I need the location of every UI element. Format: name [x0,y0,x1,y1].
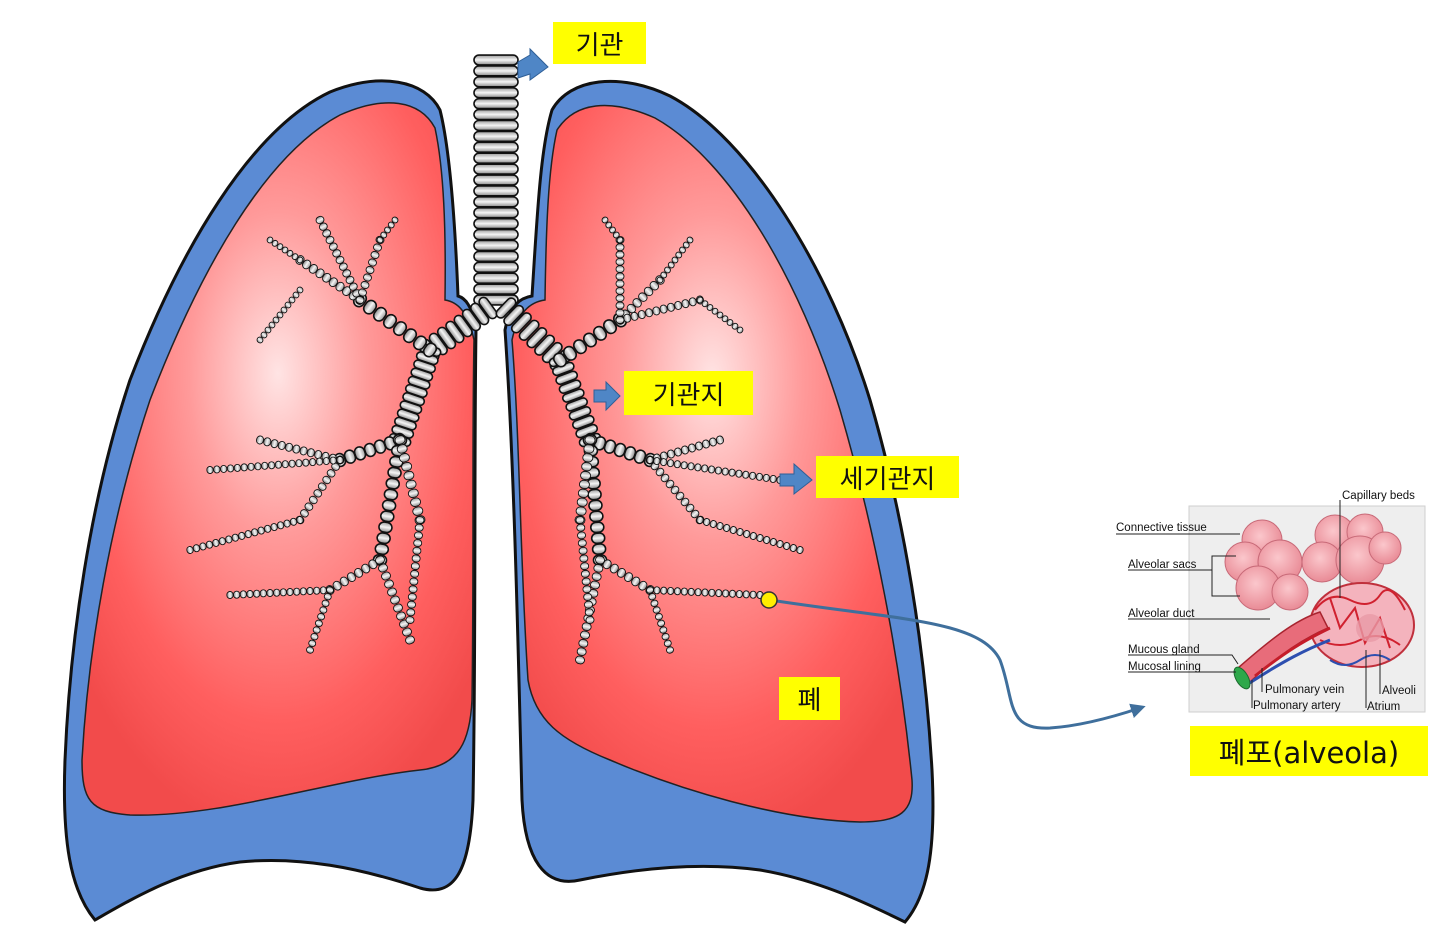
label-lung: 폐 [779,677,840,720]
label-atrium: Atrium [1367,701,1400,713]
alveolar-sac-cluster-left [1224,519,1309,611]
right-lung [503,79,935,924]
label-mucosal-lining: Mucosal lining [1128,661,1201,673]
left-lung [62,79,478,922]
label-pulmonary-artery: Pulmonary artery [1253,700,1341,712]
left-bronchiole [186,516,304,554]
right-bronchiole [656,236,694,284]
label-alveoli: Alveoli [1382,685,1416,697]
right-bronchiole [646,586,674,654]
bronchus-arrow-icon [593,380,621,412]
right-bronchiole [615,236,625,324]
label-pulmonary-vein: Pulmonary vein [1265,684,1344,696]
alveolus-pointer-line [769,598,1146,730]
left-lung-tissue [81,102,475,816]
pointer-dot [760,591,778,609]
right-bronchiole [645,435,725,465]
alveolus-inset: Capillary beds Connective tissue Alveola… [1116,490,1426,713]
left-bronchiole [352,292,438,358]
label-trachea: 기관 [553,22,646,64]
right-bronchiole [575,516,595,624]
bronchiole-arrow-icon [779,462,813,496]
label-alveolar-sacs: Alveolar sacs [1128,559,1197,571]
left-bronchiole [355,235,385,305]
alveolar-sac-cluster-right [1301,513,1402,585]
label-mucous-gland: Mucous gland [1128,644,1200,656]
left-bronchiole [405,516,425,624]
label-bronchus: 기관지 [624,371,753,415]
left-bronchiole [306,586,334,654]
right-bronchiole [696,296,744,334]
inset-leader-lines [1116,500,1381,708]
right-bronchiole [696,516,804,554]
trachea [473,54,519,306]
label-capillary-beds: Capillary beds [1342,490,1415,502]
capillary-network [1309,582,1415,668]
left-bronchiole [256,286,304,344]
label-bronchiole: 세기관지 [816,456,959,498]
label-connective-tissue: Connective tissue [1116,522,1207,534]
left-bronchiole [376,216,399,244]
right-lung-tissue [511,104,913,823]
left-bronchiole [206,456,344,474]
left-bronchiole [315,215,365,305]
right-bronchiole [601,216,624,244]
label-pointer-arrows [517,47,813,496]
left-bronchiole [266,236,304,264]
bronchiole-tube [1233,611,1331,690]
inset-labels: Capillary beds Connective tissue Alveola… [1116,490,1416,713]
alveolus-pointer [760,591,1146,730]
trachea-arrow-icon [517,47,549,81]
label-alveolar-duct: Alveolar duct [1128,608,1195,620]
airway-tree [186,54,804,665]
right-bronchiole [575,555,605,665]
label-alveolus: 폐포(alveola) [1190,726,1428,776]
left-bronchiole [325,555,385,595]
